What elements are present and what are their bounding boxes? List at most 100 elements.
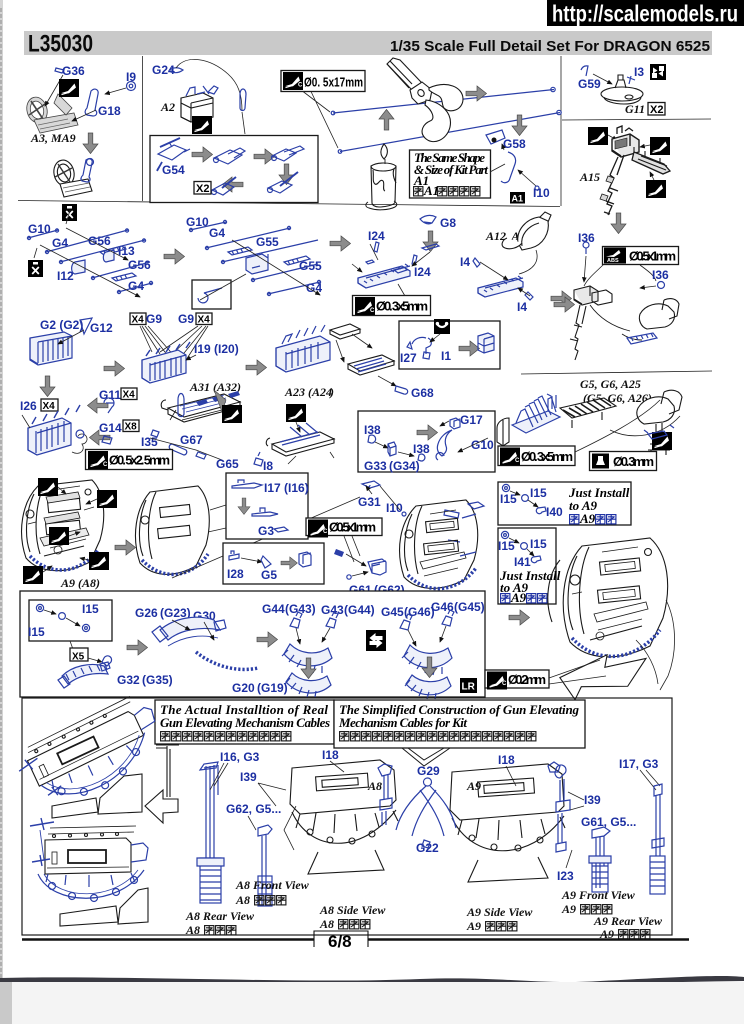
svg-text:A1: A1	[512, 194, 524, 204]
svg-text:G14: G14	[99, 421, 122, 435]
svg-text:X4: X4	[123, 390, 136, 401]
svg-text:I41: I41	[514, 555, 531, 569]
svg-text:G17: G17	[460, 413, 483, 427]
svg-text:X4: X4	[132, 315, 145, 326]
svg-text:G5, G6, A25: G5, G6, A25	[580, 377, 641, 391]
svg-text:I23: I23	[557, 869, 574, 883]
svg-text:A2: A2	[160, 100, 175, 114]
svg-text:G33: G33	[364, 459, 387, 473]
svg-text:G46: G46	[431, 600, 454, 614]
svg-text:I15: I15	[530, 537, 547, 551]
svg-text:to A9: to A9	[569, 498, 598, 513]
svg-text:G20: G20	[232, 681, 255, 695]
svg-text:G12: G12	[90, 321, 113, 335]
svg-text:A9: A9	[466, 919, 481, 933]
svg-text:A9 Rear View: A9 Rear View	[593, 914, 663, 928]
svg-text:I26: I26	[20, 399, 37, 413]
svg-text:G2 (G2): G2 (G2)	[40, 318, 83, 332]
svg-text:C: C	[323, 529, 328, 535]
svg-text:L35030: L35030	[28, 31, 93, 58]
svg-text:Ø0. 3x5mm: Ø0. 3x5mm	[521, 449, 573, 464]
svg-text:X4: X4	[198, 315, 211, 326]
svg-text:I28: I28	[227, 567, 244, 581]
svg-text:Just Install: Just Install	[499, 568, 561, 583]
svg-text:G31: G31	[358, 495, 381, 509]
svg-text:G10: G10	[28, 222, 51, 236]
svg-text:G24: G24	[152, 63, 175, 77]
svg-text:I18: I18	[322, 748, 339, 762]
svg-text:G44: G44	[262, 602, 285, 616]
svg-text:I8: I8	[263, 459, 273, 473]
svg-text:A3, MA9: A3, MA9	[30, 131, 76, 145]
svg-text:6/8: 6/8	[328, 932, 352, 951]
svg-text:I10: I10	[386, 501, 403, 515]
svg-text:A8: A8	[185, 923, 200, 937]
svg-text:I15: I15	[498, 539, 515, 553]
svg-text:G67: G67	[180, 433, 203, 447]
svg-text:I9: I9	[126, 70, 136, 84]
svg-text:G54: G54	[162, 163, 185, 177]
svg-text:I15: I15	[82, 602, 99, 616]
svg-text:A9: A9	[510, 590, 527, 605]
svg-text:The Same Shape: The Same Shape	[414, 150, 485, 165]
svg-text:X2: X2	[196, 183, 209, 195]
svg-text:A9: A9	[561, 902, 576, 916]
svg-text:I15: I15	[28, 625, 45, 639]
svg-text:A9: A9	[466, 779, 481, 793]
svg-text:I1: I1	[441, 349, 451, 363]
svg-text:Mechanism Cables for Kit: Mechanism Cables for Kit	[338, 715, 467, 730]
svg-text:I24: I24	[414, 265, 431, 279]
svg-text:Ø0. 3mm: Ø0. 3mm	[613, 454, 654, 469]
svg-text:I17 (I16): I17 (I16)	[264, 481, 309, 495]
svg-text:G11: G11	[99, 388, 121, 402]
svg-text:I40: I40	[546, 505, 563, 519]
svg-text:A9 (A8): A9 (A8)	[60, 576, 100, 590]
svg-text:G26: G26	[135, 606, 158, 620]
svg-text:1/35 Scale Full Detail Set For: 1/35 Scale Full Detail Set For DRAGON 65…	[390, 38, 710, 55]
svg-text:C: C	[103, 462, 108, 468]
svg-text:G56: G56	[88, 234, 111, 248]
svg-text:A9: A9	[579, 511, 596, 526]
svg-text:I36: I36	[578, 231, 595, 245]
svg-text:(G45): (G45)	[454, 600, 485, 614]
svg-text:Gun Elevating Mechanism Cables: Gun Elevating Mechanism Cables	[160, 715, 330, 730]
svg-text:I39: I39	[584, 793, 601, 807]
svg-text:I4: I4	[517, 300, 527, 314]
svg-text:(G19): (G19)	[257, 681, 288, 695]
svg-text:G11: G11	[625, 102, 645, 116]
svg-text:X5: X5	[72, 652, 85, 663]
svg-text:): )	[329, 385, 334, 399]
svg-text:The Actual Installtion of Real: The Actual Installtion of Real	[160, 702, 328, 717]
svg-text:A23 (A24: A23 (A24	[284, 385, 332, 399]
svg-text:I36: I36	[652, 268, 669, 282]
svg-text:A8: A8	[367, 779, 382, 793]
svg-text:I15: I15	[530, 486, 547, 500]
svg-text:G4: G4	[128, 279, 144, 293]
svg-text:Ø0. 5x17mm: Ø0. 5x17mm	[304, 75, 363, 90]
svg-text:I38: I38	[413, 442, 430, 456]
svg-text:G68: G68	[411, 386, 434, 400]
svg-text:(G35): (G35)	[142, 673, 173, 687]
svg-text:I17, G3: I17, G3	[619, 757, 659, 771]
svg-text:G32: G32	[117, 673, 140, 687]
svg-text:G45: G45	[381, 605, 404, 619]
svg-text:A8 Side View: A8 Side View	[319, 903, 386, 917]
svg-text:A1: A1	[413, 173, 429, 188]
svg-text:I27: I27	[400, 351, 417, 365]
svg-text:G9: G9	[146, 312, 162, 326]
svg-text:G62, G5...: G62, G5...	[226, 802, 281, 816]
svg-text:I10: I10	[533, 186, 550, 200]
svg-text:X2: X2	[650, 104, 663, 116]
svg-text:G3: G3	[258, 524, 274, 538]
svg-text:A15: A15	[579, 170, 600, 184]
svg-text:I16, G3: I16, G3	[220, 750, 260, 764]
svg-text:G4: G4	[209, 226, 225, 240]
svg-text:I3: I3	[634, 65, 644, 79]
svg-text:A9 Front View: A9 Front View	[561, 888, 636, 902]
svg-text:G10: G10	[471, 438, 494, 452]
svg-text:I38: I38	[364, 423, 381, 437]
svg-text:I15: I15	[500, 492, 517, 506]
svg-text:A8 Rear View: A8 Rear View	[185, 909, 255, 923]
svg-text:(G43): (G43)	[285, 602, 316, 616]
svg-text:G10: G10	[186, 215, 209, 229]
